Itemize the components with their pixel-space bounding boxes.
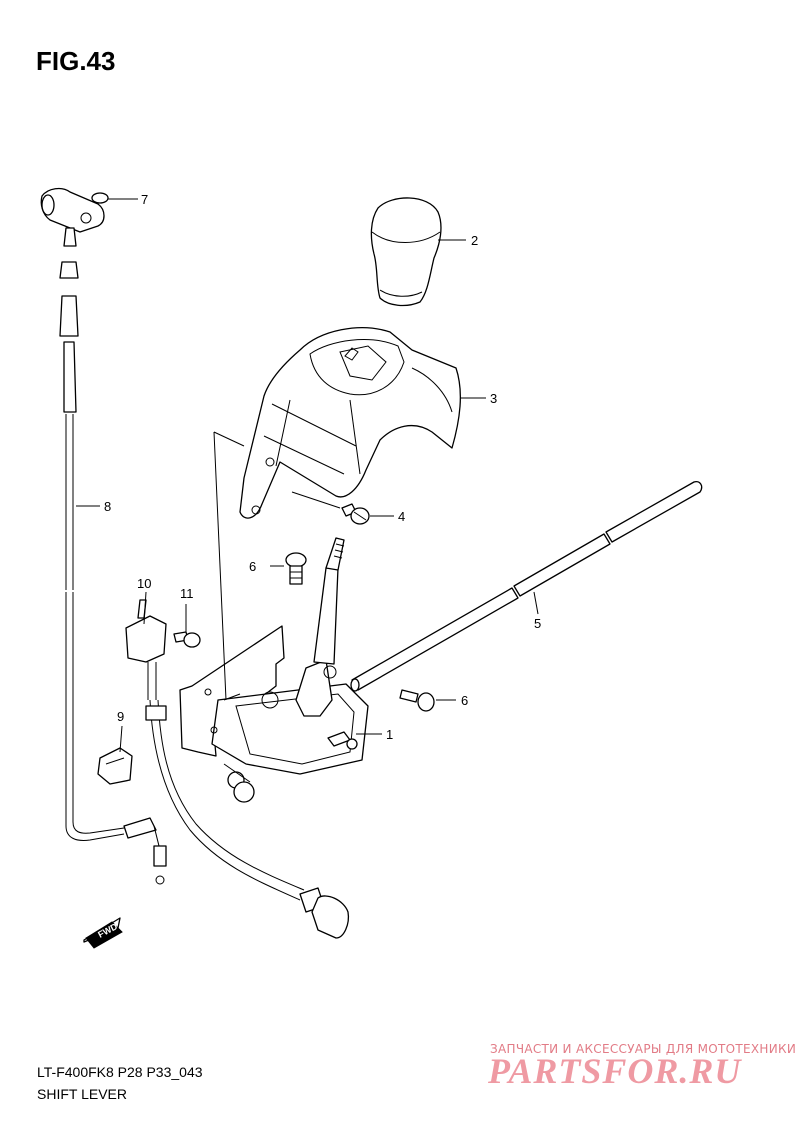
part-1-shift-lever-assembly[interactable] [179, 537, 369, 803]
leader-lines [76, 198, 539, 753]
part-2-shift-knob[interactable] [370, 197, 442, 307]
callout-8: 8 [104, 499, 111, 514]
part-4-screw[interactable] [341, 503, 370, 525]
callout-11: 11 [180, 586, 194, 601]
callout-4: 4 [398, 509, 405, 524]
fwd-direction-arrow: FWD [83, 917, 123, 949]
part-9-clip[interactable] [97, 747, 133, 785]
figure-title: FIG.43 [36, 46, 116, 76]
part-11-screw[interactable] [173, 631, 201, 648]
callout-9: 9 [117, 709, 124, 724]
model-code: LT-F400FK8 P28 P33_043 [37, 1064, 203, 1080]
callout-5: 5 [534, 616, 541, 631]
part-3-shift-cover[interactable] [239, 327, 462, 519]
part-5-shift-rod[interactable] [350, 480, 703, 692]
watermark-brand: PARTSFOR.RU [488, 1051, 742, 1091]
part-8-cable[interactable] [59, 261, 350, 939]
part-7-cable-holder[interactable] [40, 187, 109, 247]
callout-7: 7 [141, 192, 148, 207]
callout-10: 10 [137, 576, 151, 591]
callout-6-right: 6 [461, 693, 468, 708]
callout-1: 1 [386, 727, 393, 742]
callout-6-upper: 6 [249, 559, 256, 574]
part-6-bolt-upper[interactable] [285, 552, 307, 585]
callout-3: 3 [490, 391, 497, 406]
part-6-bolt-right[interactable] [399, 689, 435, 712]
callout-2: 2 [471, 233, 478, 248]
part-10-switch[interactable] [125, 599, 167, 721]
watermark-tagline: ЗАПЧАСТИ И АКСЕССУАРЫ ДЛЯ МОТОТЕХНИКИ [490, 1042, 797, 1056]
figure-name: SHIFT LEVER [37, 1086, 127, 1102]
